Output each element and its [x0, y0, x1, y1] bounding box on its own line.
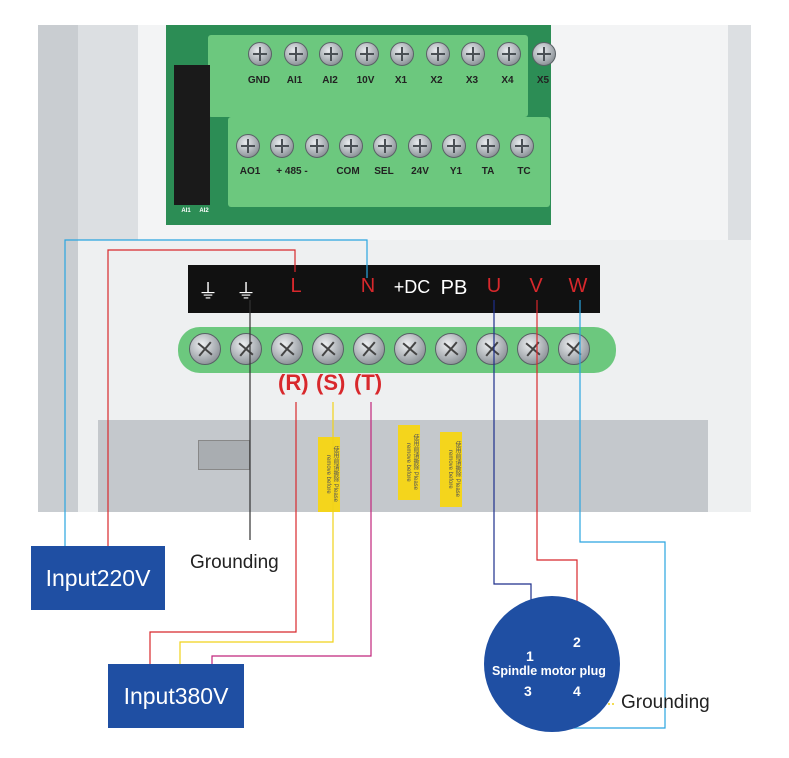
- bottom-terminal-block: [228, 117, 550, 207]
- terminal-screw: [270, 134, 295, 158]
- terminal-screw: [373, 134, 398, 158]
- power-terminal-screw: [476, 333, 508, 365]
- terminal-screw: [304, 134, 329, 158]
- power-terminal-screw: [189, 333, 221, 365]
- power-terminal-label: ⏚: [236, 281, 256, 303]
- terminal-screw: [319, 42, 343, 66]
- warning-tag: 使用前请撕除 Please remove before: [398, 425, 420, 500]
- control-terminal-label: AI1: [286, 75, 303, 86]
- power-terminal-screw: [394, 333, 426, 365]
- control-terminal-label: SEL: [374, 166, 394, 177]
- power-terminal-label: PB: [440, 277, 468, 299]
- control-terminal-label: Y1: [449, 166, 463, 177]
- input-220v-box: Input220V: [31, 546, 165, 610]
- warning-tag: 使用前请撕除 Please remove before: [318, 437, 340, 512]
- terminal-screw: [532, 42, 556, 66]
- control-terminal-label: AO1: [239, 166, 261, 177]
- control-terminal-label: X1: [394, 75, 408, 86]
- plug-pin-4: 4: [573, 683, 581, 699]
- terminal-screw: [283, 42, 308, 66]
- control-terminal-label: TC: [517, 166, 531, 177]
- grounding-label-left: Grounding: [190, 552, 279, 573]
- power-terminal-screw: [230, 333, 262, 365]
- terminal-screw: [338, 134, 363, 158]
- grounding-label-right: Grounding: [621, 692, 710, 713]
- power-terminal-label: W: [568, 275, 588, 297]
- terminal-screw: [510, 134, 535, 158]
- vfd-photo: [38, 25, 751, 512]
- power-terminal-label: L: [290, 275, 302, 297]
- control-terminal-label: X5: [536, 75, 550, 86]
- power-terminal-label: V: [529, 275, 543, 297]
- plug-pin-1: 1: [526, 648, 534, 664]
- label-s: (S): [316, 370, 346, 395]
- left-shadow: [38, 25, 78, 512]
- control-terminal-label: AI2: [322, 75, 338, 86]
- control-terminal-label: 24V: [411, 166, 429, 177]
- power-terminal-label: N: [360, 275, 376, 297]
- terminal-screw: [354, 42, 379, 66]
- plug-pin-3: 3: [524, 683, 532, 699]
- power-terminal-screw: [517, 333, 549, 365]
- metal-bracket: [198, 440, 250, 470]
- power-terminal-screw: [558, 333, 590, 365]
- terminal-screw: [461, 42, 485, 66]
- spindle-motor-plug: [484, 596, 620, 732]
- spindle-motor-plug-label: Spindle motor plug: [492, 664, 606, 678]
- jumper-header: [174, 65, 210, 205]
- plug-pin-2: 2: [573, 634, 581, 650]
- control-terminal-label: COM: [336, 166, 360, 177]
- power-terminal-label: ⏚: [198, 281, 218, 303]
- jumper-label-ai2: AI2: [199, 208, 209, 214]
- control-terminal-label: X2: [430, 75, 443, 86]
- power-terminal-label: U: [486, 275, 502, 297]
- power-terminal-screw: [312, 333, 344, 365]
- control-terminal-label: X3: [465, 75, 479, 86]
- terminal-screw: [407, 134, 432, 158]
- control-terminal-label: 10V: [356, 75, 375, 86]
- terminal-screw: [441, 134, 466, 158]
- control-terminal-label: X4: [501, 75, 514, 86]
- label-t: (T): [354, 370, 383, 395]
- terminal-screw: [476, 134, 501, 158]
- control-terminal-label: GND: [247, 75, 271, 86]
- power-terminal-screw: [435, 333, 467, 365]
- terminal-screw: [496, 42, 521, 66]
- power-terminal-screw: [353, 333, 385, 365]
- input-380v-box: Input380V: [108, 664, 244, 728]
- control-terminal-label: + 485 -: [276, 166, 308, 177]
- terminal-screw: [236, 134, 260, 158]
- power-terminal-screw: [271, 333, 303, 365]
- terminal-screw: [425, 42, 450, 66]
- warning-tag: 使用前请撕除 Please remove before: [440, 432, 462, 507]
- label-r: (R): [278, 370, 309, 395]
- power-terminal-label: +DC: [393, 277, 431, 297]
- control-terminal-label: TA: [481, 166, 495, 177]
- terminal-screw: [390, 42, 414, 66]
- terminal-screw: [248, 42, 272, 66]
- jumper-label-ai1: AI1: [181, 208, 191, 214]
